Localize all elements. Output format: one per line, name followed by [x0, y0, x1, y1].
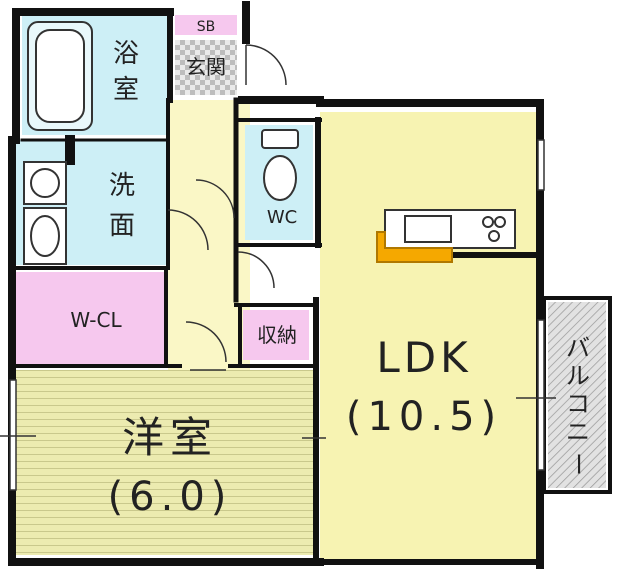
balcony-char: ー: [564, 452, 592, 476]
balcony-char: ル: [566, 362, 590, 390]
walk-in-closet-label: W-CL: [70, 308, 122, 332]
storage-label: 収納: [257, 323, 297, 347]
washroom-label-1: 洗: [109, 171, 135, 201]
washbasin-icon: [23, 207, 67, 265]
doors: [167, 44, 287, 371]
walk-in-closet-area: [16, 272, 166, 364]
toilet-icon: [261, 129, 299, 201]
sb-label: SB: [197, 19, 216, 35]
balcony-label: バ ル コ ニ ー: [564, 334, 592, 476]
balcony-area: [548, 302, 606, 488]
storage-area: [243, 310, 309, 360]
kitchen-counter: [376, 209, 516, 263]
western-room-label: 洋室: [122, 413, 218, 462]
balcony-char: バ: [566, 334, 590, 362]
balcony-char: ニ: [566, 418, 590, 446]
entrance-label: 玄関: [186, 55, 226, 79]
entrance-area: [175, 40, 237, 95]
ldk-label: LDK: [376, 333, 471, 382]
washing-machine-icon: [23, 161, 67, 205]
washroom-label-2: 面: [109, 211, 135, 241]
western-room-size: (6.0): [108, 474, 233, 520]
ldk-area: [320, 112, 536, 560]
bath-label-1: 浴: [113, 39, 139, 69]
ldk-size: (10.5): [346, 394, 502, 440]
bathtub-icon: [27, 21, 93, 131]
balcony-char: コ: [566, 390, 590, 418]
western-room-area: [16, 370, 316, 555]
bath-label-2: 室: [113, 75, 139, 105]
sb-area: [175, 15, 237, 35]
windows: [0, 139, 556, 491]
wc-label: WC: [267, 207, 297, 228]
